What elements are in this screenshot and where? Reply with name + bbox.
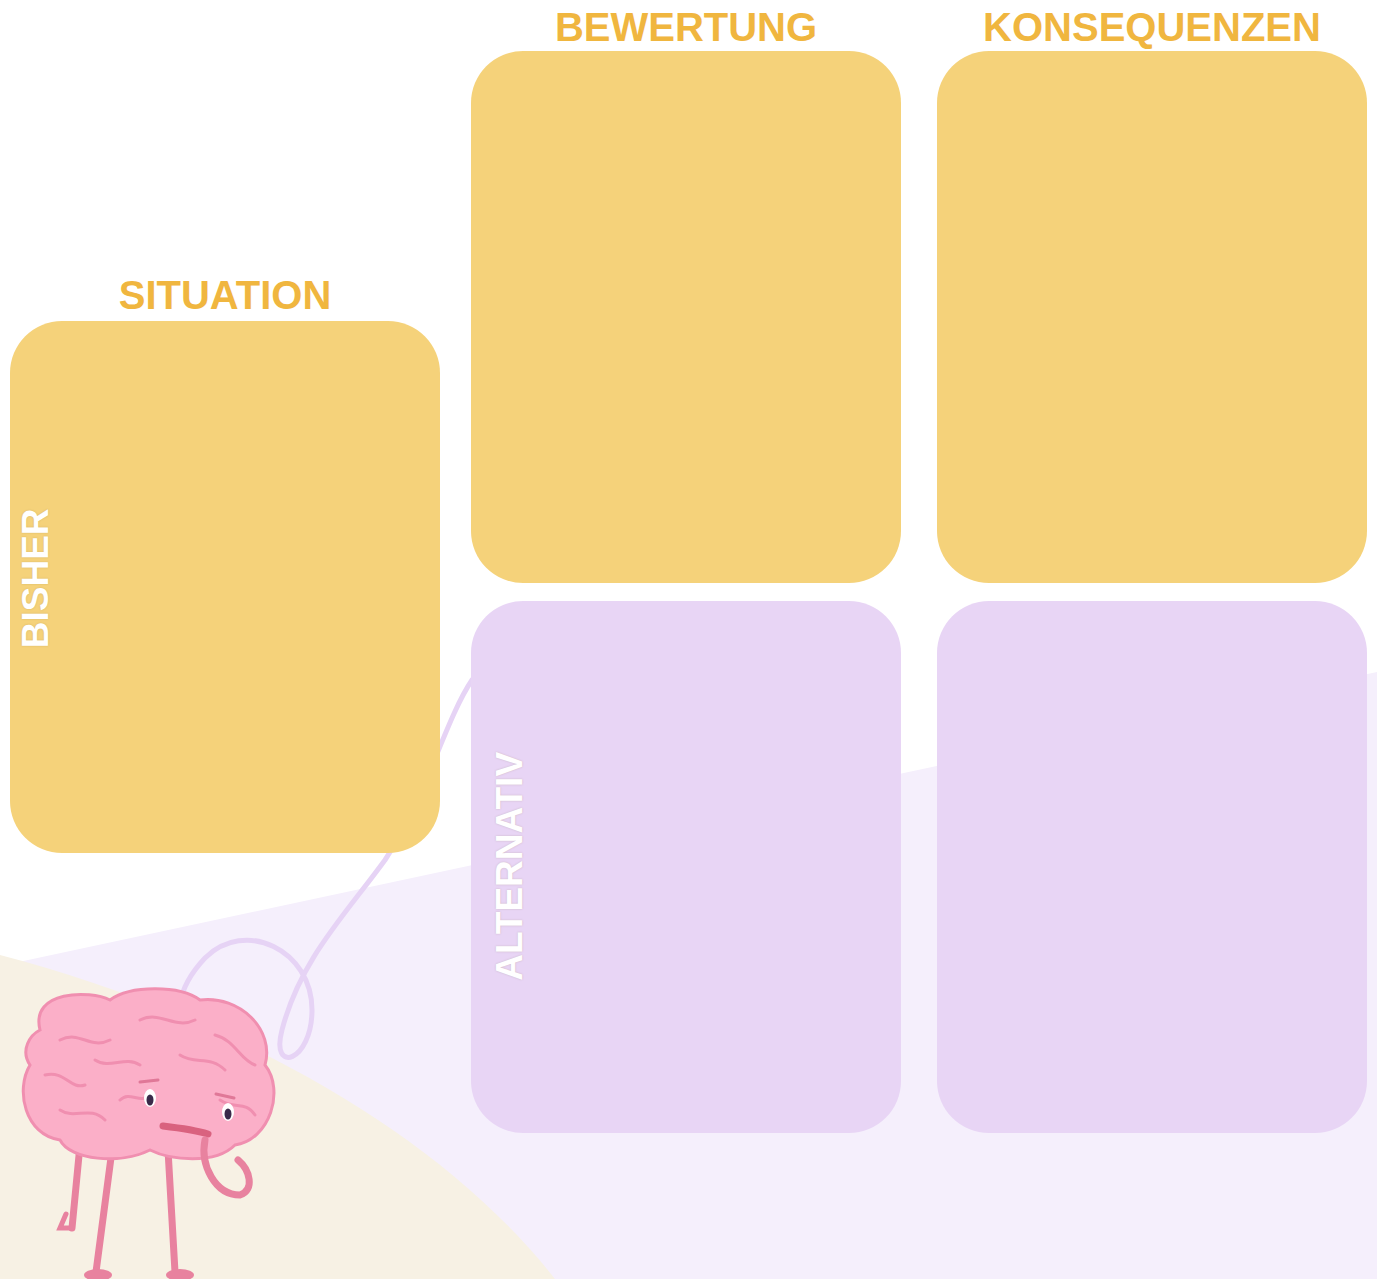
alternative-box: ALTERNATIV — [471, 601, 901, 1133]
consequence-box: KONSEQUENZEN — [937, 51, 1367, 583]
column-heading: SITUATION — [119, 273, 332, 317]
column-heading: KONSEQUENZEN — [983, 5, 1321, 49]
situation-box: SITUATIONBISHER — [10, 321, 440, 853]
brain-character — [23, 989, 274, 1279]
evaluation-box: BEWERTUNG — [471, 51, 901, 583]
row-label: BISHER — [16, 508, 57, 648]
empty-box — [937, 601, 1367, 1133]
column-heading: BEWERTUNG — [555, 5, 817, 49]
row-label: ALTERNATIV — [490, 752, 531, 981]
